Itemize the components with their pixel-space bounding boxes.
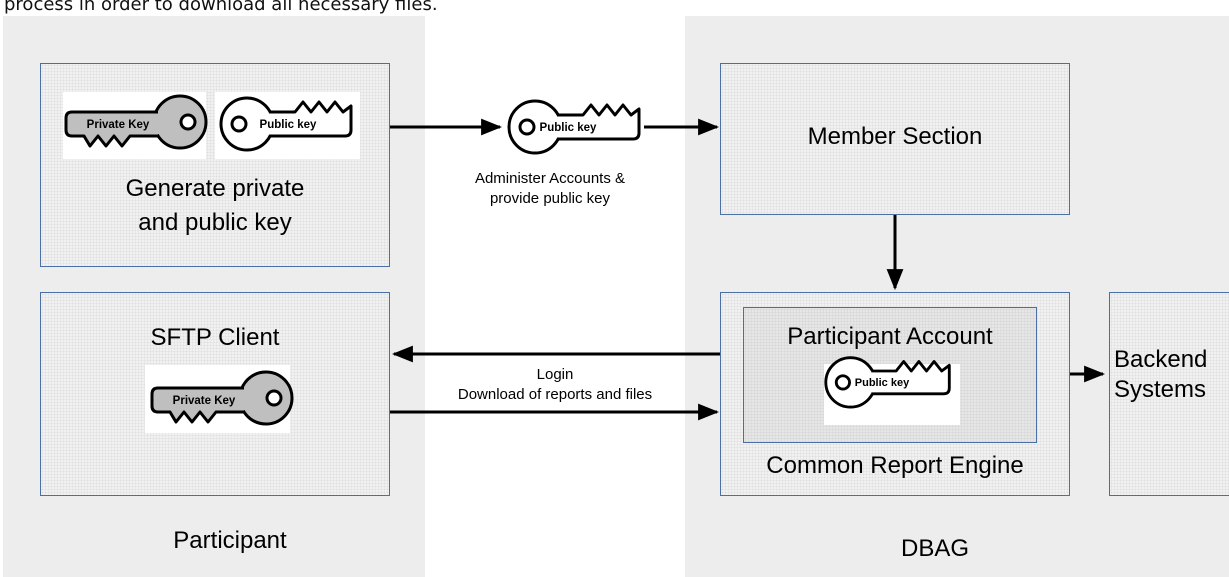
login-label: Login — [536, 366, 574, 383]
member-section-label: Member Section — [807, 123, 983, 150]
common-report-engine-label: Common Report Engine — [766, 452, 1024, 479]
sftp-client-label: SFTP Client — [150, 324, 280, 351]
page-caption: process in order to download all necessa… — [4, 0, 438, 15]
backend-systems-box: Backend Systems — [1109, 292, 1229, 496]
public-key-text: Public key — [855, 377, 910, 389]
backend-systems-label-line2: Systems — [1114, 376, 1207, 403]
administer-accounts-label-line1: Administer Accounts & — [474, 170, 626, 187]
backend-systems-label-line1: Backend — [1114, 346, 1208, 373]
download-label: Download of reports and files — [457, 386, 653, 403]
administer-accounts-label-line2: provide public key — [489, 190, 611, 207]
generate-keys-label-line2: and public key — [138, 209, 292, 236]
public-key-text: Public key — [260, 119, 317, 131]
generate-keys-label-line1: Generate private — [125, 175, 305, 202]
private-key-text: Private Key — [173, 395, 236, 407]
private-key-text: Private Key — [87, 119, 150, 131]
public-key-text: Public key — [540, 122, 597, 134]
dbag-zone-label: DBAG — [900, 535, 969, 562]
participant-zone-label: Participant — [173, 527, 287, 554]
member-section-box: Member Section — [720, 63, 1070, 215]
participant-account-label: Participant Account — [787, 323, 993, 350]
generate-keys-box: Generate private and public key — [40, 63, 390, 267]
